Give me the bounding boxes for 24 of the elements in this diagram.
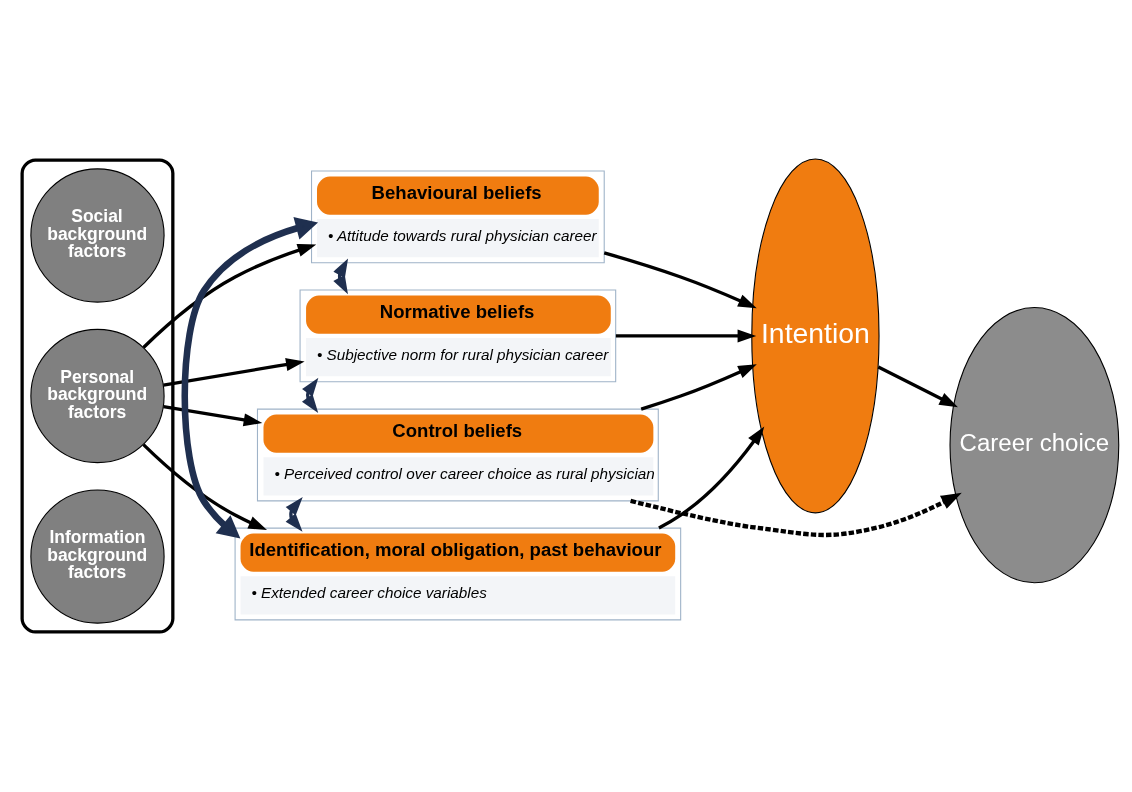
- node-circle: Social background factors: [30, 168, 165, 303]
- node-box: Normative beliefs • Subjective norm for rural physician career: [299, 289, 617, 383]
- arrow: [181, 216, 319, 539]
- node-circle: Personal background factors: [30, 328, 165, 464]
- cluster: [20, 158, 175, 634]
- node-ellipse: Career choice: [949, 307, 1120, 584]
- node-box: Control beliefs • Perceived control over career choice as rural physician: [256, 408, 659, 502]
- arrow: [877, 365, 958, 408]
- node-circle: Information background factors: [30, 489, 165, 624]
- arrow: [142, 244, 317, 349]
- arrow: [658, 426, 765, 530]
- arrow: [615, 329, 757, 343]
- arrow: [142, 443, 268, 531]
- arrow: [333, 258, 349, 295]
- arrow: [285, 497, 303, 532]
- arrow: [163, 358, 305, 387]
- node-ellipse: Intention: [751, 158, 880, 514]
- node-box: Behavioural beliefs • Attitude towards rural physician career: [311, 170, 605, 264]
- arrow: [640, 364, 757, 411]
- node-box: Identification, moral obligation, past behaviour • Extended career choice variables: [234, 527, 682, 621]
- arrow: [301, 377, 319, 413]
- arrow: [163, 405, 263, 427]
- arrow: [630, 492, 962, 538]
- arrow: [603, 251, 757, 309]
